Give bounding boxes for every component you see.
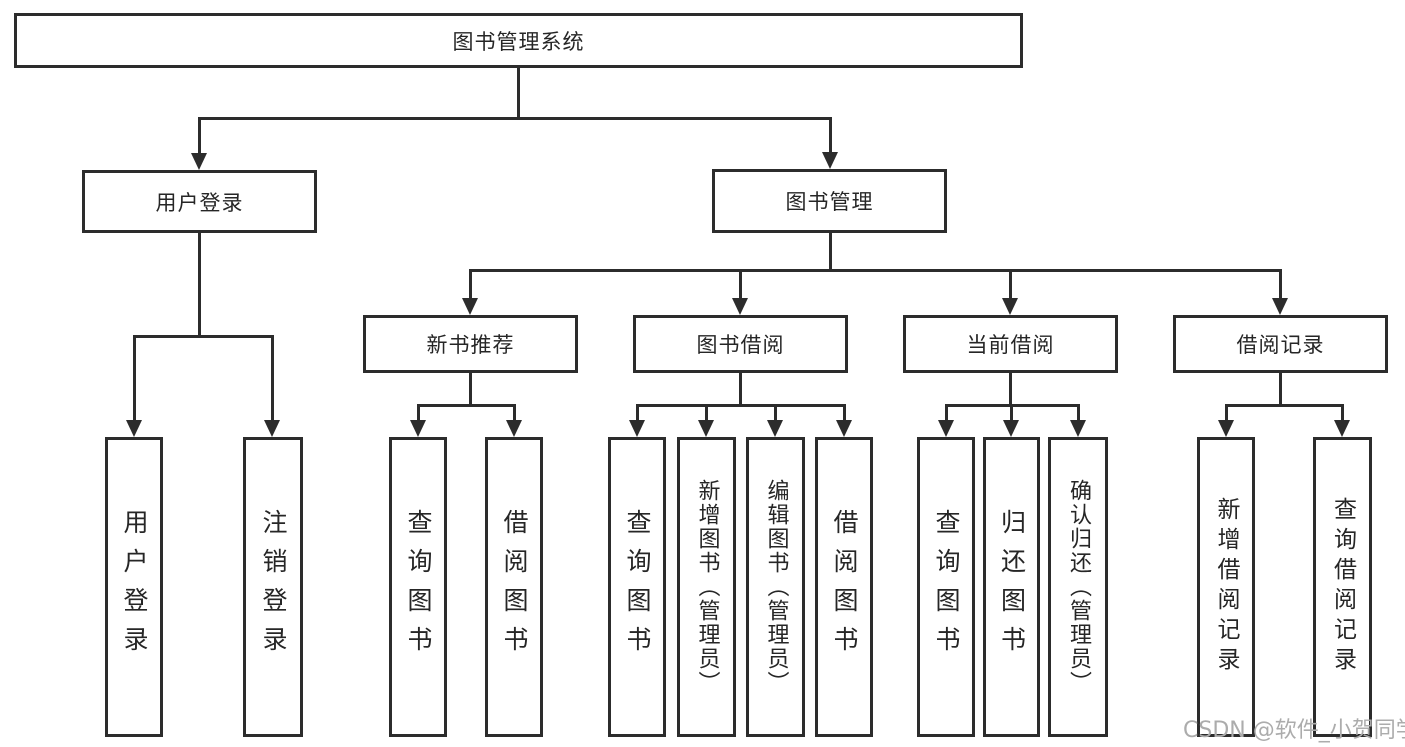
node-root-label: 图书管理系统 [452, 29, 585, 54]
connector-book-borrow-stem [739, 373, 742, 406]
leaf-borrow-query-books-label: 查询图书 [623, 509, 652, 665]
connector-new-book-stem [469, 373, 472, 406]
leaf-current-return-books: 归还图书 [983, 437, 1040, 737]
connector-borrow-records-bus [1225, 404, 1344, 407]
arrow-down-icon [767, 420, 783, 437]
connector-drop-current-confirm [1077, 404, 1080, 421]
connector-drop-user-login [198, 117, 201, 153]
connector-drop-book-management [829, 117, 832, 153]
arrow-down-icon [1334, 420, 1350, 437]
node-book-borrow-label: 图书借阅 [696, 333, 785, 357]
leaf-current-return-books-label: 归还图书 [997, 509, 1027, 665]
node-new-book-recommend-label: 新书推荐 [426, 333, 515, 357]
connector-drop-records-query [1341, 404, 1344, 421]
arrow-down-icon [264, 420, 280, 437]
connector-root-stem [517, 68, 520, 119]
connector-new-book-bus [417, 404, 516, 407]
connector-user-login-bus [133, 335, 273, 338]
connector-book-management-stem [829, 233, 832, 272]
connector-drop-borrow-add [705, 404, 708, 421]
leaf-borrow-edit-books-admin: 编辑图书（管理员） [746, 437, 805, 737]
csdn-watermark: CSDN @软件_小贺同学 [1183, 718, 1405, 743]
node-current-borrow-label: 当前借阅 [966, 333, 1055, 357]
arrow-down-icon [1002, 298, 1018, 315]
node-book-borrow: 图书借阅 [633, 315, 848, 373]
node-borrow-records: 借阅记录 [1173, 315, 1388, 373]
leaf-newrec-query-books: 查询图书 [389, 437, 447, 737]
leaf-current-confirm-return-admin: 确认归还（管理员） [1048, 437, 1108, 737]
node-new-book-recommend: 新书推荐 [363, 315, 578, 373]
leaf-current-query-books: 查询图书 [917, 437, 975, 737]
node-root: 图书管理系统 [14, 13, 1023, 68]
connector-level1-bus [198, 117, 831, 120]
arrow-down-icon [410, 420, 426, 437]
connector-borrow-records-stem [1279, 373, 1282, 406]
arrow-down-icon [506, 420, 522, 437]
arrow-down-icon [1272, 298, 1288, 315]
arrow-down-icon [698, 420, 714, 437]
connector-drop-borrow-query [636, 404, 639, 421]
leaf-borrow-edit-books-admin-label: 编辑图书（管理员） [763, 479, 789, 695]
connector-user-login-stem [198, 233, 201, 337]
leaf-records-add-record: 新增借阅记录 [1197, 437, 1255, 737]
leaf-newrec-query-books-label: 查询图书 [404, 509, 433, 665]
arrow-down-icon [1218, 420, 1234, 437]
connector-drop-borrow-edit [774, 404, 777, 421]
arrow-down-icon [1003, 420, 1019, 437]
connector-drop-newrec-borrow [513, 404, 516, 421]
leaf-newrec-borrow-books-label: 借阅图书 [500, 509, 529, 665]
connector-current-borrow-stem [1009, 373, 1012, 406]
leaf-borrow-add-books-admin: 新增图书（管理员） [677, 437, 736, 737]
connector-book-borrow-bus [636, 404, 846, 407]
arrow-down-icon [126, 420, 142, 437]
leaf-borrow-query-books: 查询图书 [608, 437, 666, 737]
connector-drop-new-book [469, 269, 472, 298]
node-book-management-label: 图书管理 [785, 190, 874, 214]
connector-drop-current-query [945, 404, 948, 421]
node-borrow-records-label: 借阅记录 [1236, 333, 1325, 357]
connector-drop-records-add [1225, 404, 1228, 421]
node-user-login-label: 用户登录 [155, 190, 244, 215]
connector-drop-borrow-borrow [843, 404, 846, 421]
leaf-user-login-label: 用户登录 [120, 509, 149, 665]
arrow-down-icon [191, 153, 207, 170]
connector-drop-current-borrow [1009, 269, 1012, 298]
connector-drop-leaf-logout [271, 335, 274, 420]
arrow-down-icon [462, 298, 478, 315]
connector-drop-book-borrow [739, 269, 742, 298]
leaf-borrow-borrow-books: 借阅图书 [815, 437, 873, 737]
arrow-down-icon [822, 152, 838, 169]
leaf-records-query-record-label: 查询借阅记录 [1329, 497, 1356, 677]
node-current-borrow: 当前借阅 [903, 315, 1118, 373]
node-book-management: 图书管理 [712, 169, 947, 233]
arrow-down-icon [1070, 420, 1086, 437]
arrow-down-icon [836, 420, 852, 437]
arrow-down-icon [938, 420, 954, 437]
leaf-logout: 注销登录 [243, 437, 303, 737]
leaf-borrow-add-books-admin-label: 新增图书（管理员） [694, 479, 720, 695]
leaf-newrec-borrow-books: 借阅图书 [485, 437, 543, 737]
leaf-current-confirm-return-admin-label: 确认归还（管理员） [1066, 479, 1091, 695]
leaf-records-add-record-label: 新增借阅记录 [1213, 497, 1239, 677]
leaf-borrow-borrow-books-label: 借阅图书 [830, 509, 859, 665]
connector-drop-current-return [1010, 404, 1013, 421]
leaf-records-query-record: 查询借阅记录 [1313, 437, 1372, 737]
leaf-logout-label: 注销登录 [259, 509, 288, 665]
connector-drop-leaf-user-login [133, 335, 136, 420]
connector-drop-borrow-records [1279, 269, 1282, 298]
leaf-current-query-books-label: 查询图书 [932, 509, 961, 665]
arrow-down-icon [732, 298, 748, 315]
connector-level2-bus [469, 269, 1282, 272]
leaf-user-login: 用户登录 [105, 437, 163, 737]
arrow-down-icon [629, 420, 645, 437]
connector-drop-newrec-query [417, 404, 420, 421]
node-user-login: 用户登录 [82, 170, 317, 233]
